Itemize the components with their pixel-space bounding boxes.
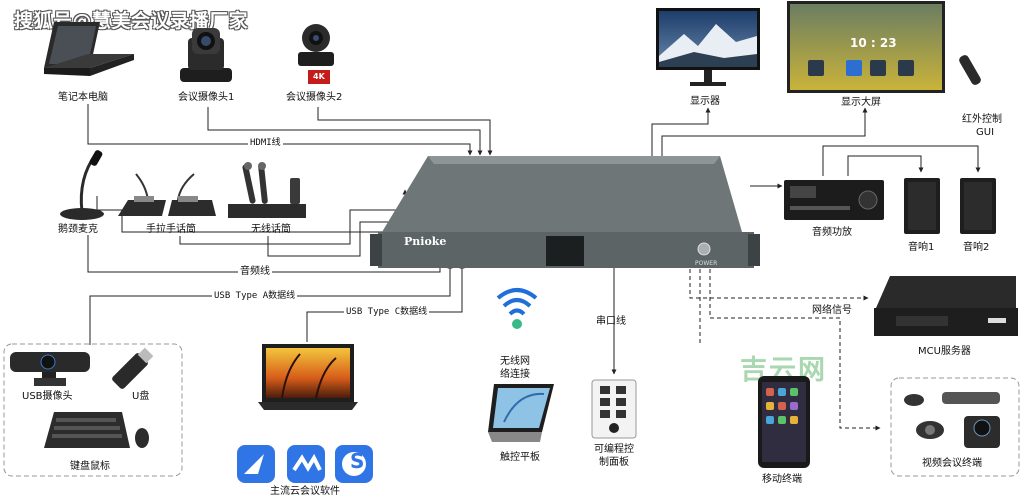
notebook-software-icon — [258, 344, 358, 410]
usb-camera-icon — [10, 352, 90, 386]
mcu-label: MCU服务器 — [918, 346, 971, 357]
ir-remote-icon — [959, 55, 981, 85]
control-panel-label-line1: 可编程控 — [594, 444, 634, 455]
audio-line-label: 音频线 — [238, 266, 272, 278]
feishu-app-icon — [237, 445, 275, 483]
wifi-label-line2: 络连接 — [500, 369, 530, 380]
control-panel-icon — [591, 379, 637, 439]
big-screen-label: 显示大屏 — [841, 97, 881, 108]
skype-icon — [335, 445, 373, 483]
wifi-icon — [496, 288, 538, 329]
monitor-label: 显示器 — [690, 96, 720, 107]
mcu-server-icon — [874, 276, 1018, 336]
wireless-mic-icon — [228, 162, 306, 218]
video-terminal-icon — [904, 392, 1000, 448]
handheld-mic-label: 手拉手话筒 — [146, 224, 196, 235]
u-disk-label: U盘 — [132, 391, 150, 402]
mobile-terminal-label: 移动终端 — [762, 474, 802, 485]
keyboard-mouse-label: 键盘鼠标 — [70, 461, 110, 472]
hdmi-line-label: HDMI线 — [248, 137, 283, 149]
usb-a-line-label: USB Type A数据线 — [212, 290, 298, 302]
camera1-label: 会议摄像头1 — [178, 92, 235, 103]
network-signal-label: 网络信号 — [810, 305, 854, 317]
serial-line-label: 串口线 — [596, 316, 626, 327]
cloud-software-label: 主流云会议软件 — [270, 486, 340, 497]
big-screen-clock: 10 : 23 — [850, 36, 897, 50]
camera2-badge: 4K — [313, 72, 325, 81]
host-power-label: POWER — [695, 260, 718, 267]
laptop-label: 笔记本电脑 — [58, 92, 108, 103]
speaker1-label: 音响1 — [908, 242, 935, 253]
monitor-icon — [656, 8, 760, 86]
amplifier-icon — [784, 180, 884, 220]
host-device — [370, 156, 760, 268]
big-screen-icon — [787, 1, 945, 93]
video-terminal-label: 视频会议终端 — [922, 458, 982, 469]
usb-c-line-label: USB Type C数据线 — [344, 306, 430, 318]
ptz-camera-icon — [180, 28, 232, 82]
tablet-icon — [488, 384, 554, 442]
camera2-label: 会议摄像头2 — [286, 92, 343, 103]
wifi-label-line1: 无线网 — [500, 356, 530, 367]
tencent-meeting-icon — [287, 445, 325, 483]
speaker2-icon — [960, 178, 996, 234]
host-brand: Pnioke — [404, 235, 447, 248]
laptop-icon — [44, 22, 134, 76]
usb-drive-icon — [112, 347, 154, 389]
gooseneck-mic-icon — [60, 150, 104, 220]
dome-camera-icon — [298, 24, 334, 84]
conference-mic-icon — [118, 173, 216, 216]
mobile-phone-icon — [758, 376, 810, 468]
keyboard-mouse-icon — [44, 412, 149, 448]
speaker1-icon — [904, 178, 940, 234]
speaker2-label: 音响2 — [963, 242, 990, 253]
control-panel-label-line2: 制面板 — [599, 457, 629, 468]
skype-letter: S — [350, 449, 365, 473]
tablet-label: 触控平板 — [500, 452, 540, 463]
gooseneck-mic-label: 鹅颈麦克 — [58, 224, 98, 235]
amplifier-label: 音频功放 — [812, 227, 852, 238]
wireless-mic-label: 无线话筒 — [251, 224, 291, 235]
usb-camera-label: USB摄像头 — [22, 391, 73, 402]
ir-control-label: 红外控制 — [962, 114, 1002, 125]
gui-label: GUI — [976, 127, 995, 138]
